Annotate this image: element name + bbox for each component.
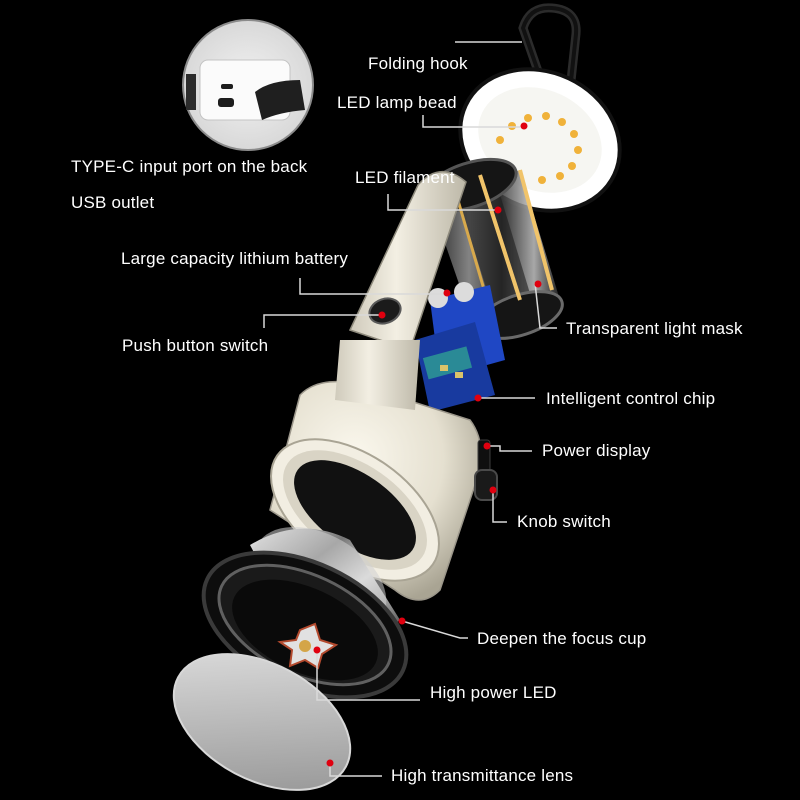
- label-focus-cup: Deepen the focus cup: [477, 629, 647, 648]
- leader-lines: [263, 41, 557, 777]
- marker-dots: [313, 122, 542, 767]
- led-bead-ring: [496, 112, 582, 184]
- label-knob-switch: Knob switch: [517, 512, 611, 531]
- label-high-power-led: High power LED: [430, 683, 557, 702]
- label-push-button: Push button switch: [122, 336, 269, 355]
- lithium-battery: [415, 282, 505, 412]
- usb-port: [218, 98, 234, 107]
- label-led-filament: LED filament: [355, 168, 455, 187]
- bezel-ring: [201, 550, 409, 700]
- label-led-lamp-bead: LED lamp bead: [337, 93, 457, 112]
- label-folding-hook: Folding hook: [368, 54, 468, 73]
- label-light-mask: Transparent light mask: [566, 319, 743, 338]
- label-control-chip: Intelligent control chip: [546, 389, 716, 408]
- label-power-display: Power display: [542, 441, 651, 460]
- label-battery: Large capacity lithium battery: [121, 249, 349, 268]
- type-c-port: [221, 84, 233, 89]
- label-usb-outlet: USB outlet: [71, 193, 155, 212]
- label-type-c-port: TYPE-C input port on the back: [71, 157, 308, 176]
- label-lens: High transmittance lens: [391, 766, 574, 785]
- push-button: [368, 297, 402, 325]
- lens-disc: [172, 653, 352, 791]
- type-c-inset: [182, 19, 314, 151]
